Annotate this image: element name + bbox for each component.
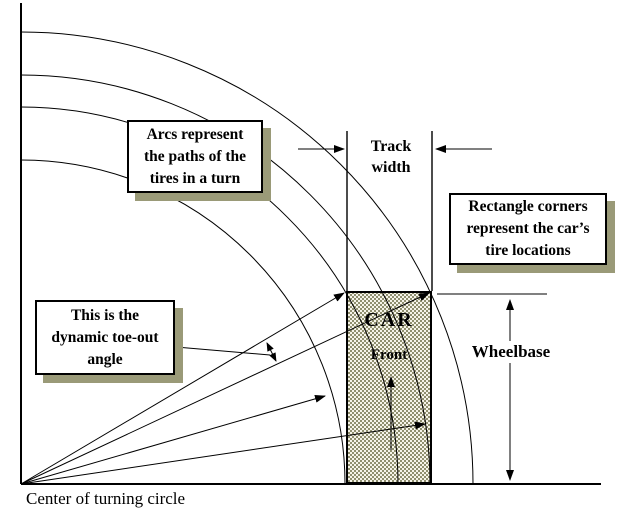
tire-path-arc-inner-front <box>20 106 399 485</box>
wheelbase-label: Wheelbase <box>466 341 556 363</box>
radius-arrow-rear-inner-tire <box>20 394 326 485</box>
radius-arrow-front-inner-tire <box>20 292 345 485</box>
note-text-line: tires in a turn <box>149 169 241 187</box>
note-toe-out-angle: This is the dynamic toe-out angle <box>35 300 175 375</box>
note-text-line: the paths of the <box>143 147 247 165</box>
note-rectangle-corners: Rectangle corners represent the car’s ti… <box>449 193 607 265</box>
car-rectangle <box>346 291 432 484</box>
note-text-line: angle <box>87 350 123 368</box>
toe-out-angle-double-arrow <box>266 342 277 362</box>
track-width-label: Track width <box>352 136 430 178</box>
tire-path-arc-outer-rear <box>20 74 431 485</box>
note-text-line: represent the car’s <box>466 220 590 237</box>
note-text-line: tire locations <box>485 242 571 259</box>
note-text-line: Rectangle corners <box>468 198 588 215</box>
note-text-line: dynamic toe-out <box>51 328 159 346</box>
radius-arrow-rear-outer-tire <box>20 421 426 485</box>
note-text-line: This is the <box>70 306 140 324</box>
note-text-line: Arcs represent <box>146 125 244 143</box>
tire-path-arc-outer-front <box>20 31 474 485</box>
toe-out-leader-line <box>175 346 271 356</box>
track-width-label-line2: width <box>371 159 411 176</box>
track-width-label-line1: Track <box>370 138 412 155</box>
note-arcs-paths: Arcs represent the paths of the tires in… <box>127 120 263 193</box>
center-of-turning-circle-label: Center of turning circle <box>26 489 186 508</box>
radius-arrow-front-outer-tire <box>20 292 430 485</box>
car-label: CAR <box>364 309 414 331</box>
tire-path-arc-inner-rear <box>20 159 346 485</box>
car-front-label: Front <box>370 347 408 363</box>
